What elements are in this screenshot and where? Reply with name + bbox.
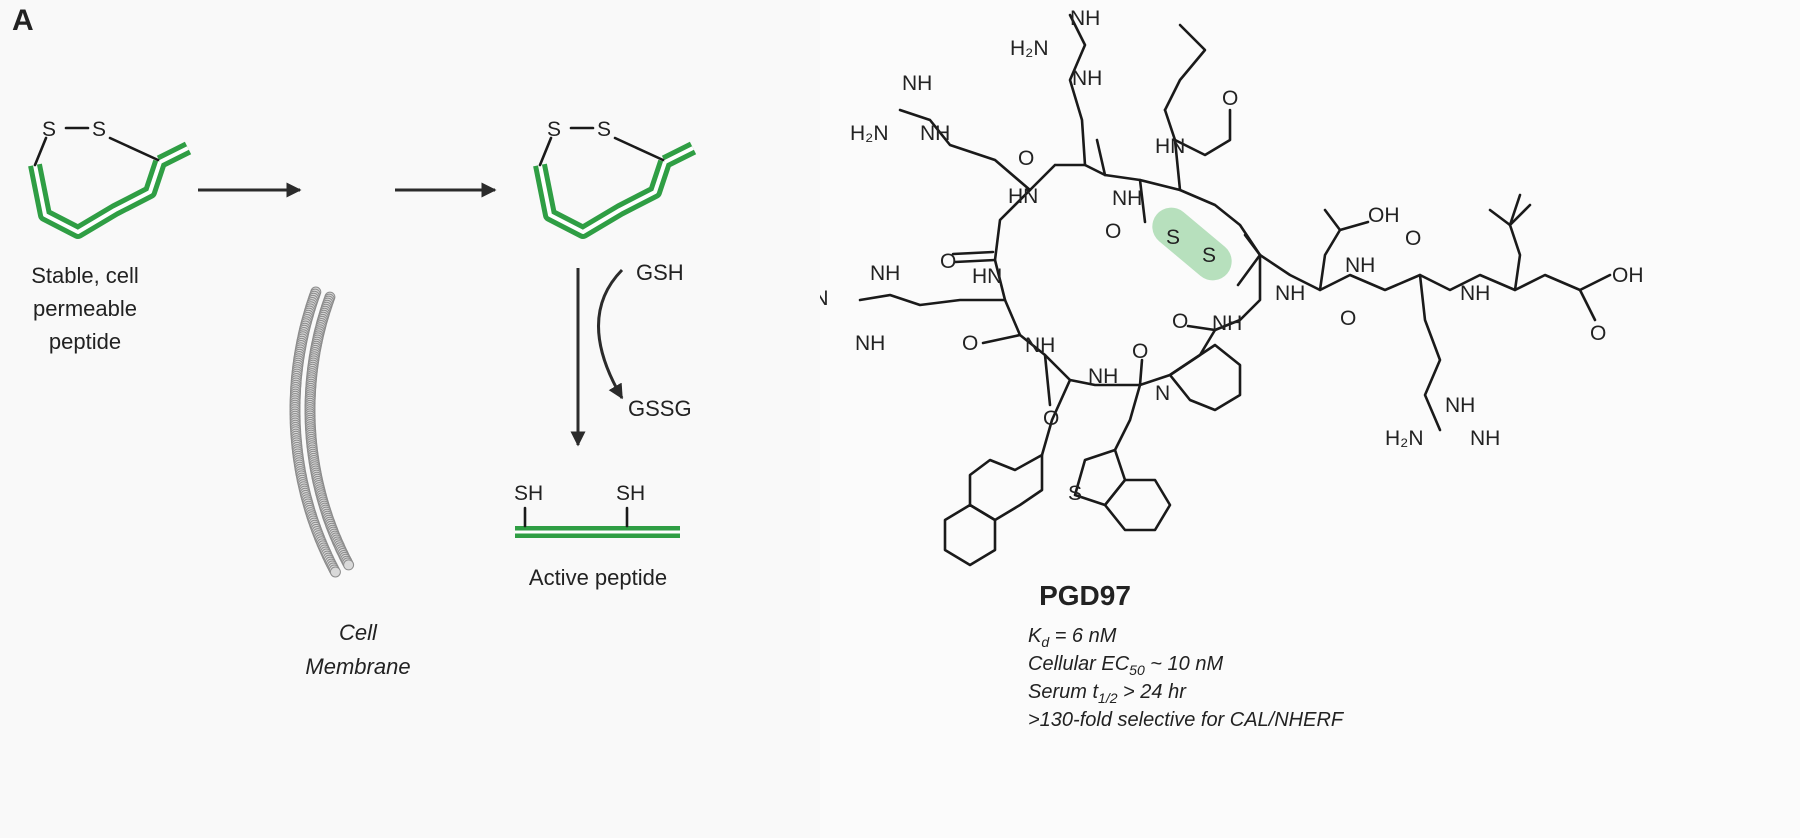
panel-a: A S S Stable, cell permeable peptide [0,0,820,838]
atom-nh: NH [1275,282,1305,305]
atom-h2n: H₂N [1385,427,1423,450]
atom-nh: NH [1445,394,1475,417]
sulfur-label: S [92,118,106,141]
atom-o: O [1105,220,1121,243]
half-life-line: Serum t1/2 > 24 hr [1028,681,1187,706]
atom-nh: NH [1025,334,1055,357]
atom-o: O [1340,307,1356,330]
atom-o: O [940,250,956,273]
atom-hn: HN [1008,185,1038,208]
atom-o: O [1222,87,1238,110]
atom-s: S [1166,226,1180,249]
atom-o: O [1172,310,1188,333]
membrane-label-line-1: Cell [339,620,378,645]
atom-nh: NH [1112,187,1142,210]
peptide-structure [858,13,1612,567]
atom-o: O [1590,322,1606,345]
sulfur-label: S [597,118,611,141]
atom-s: S [1202,244,1216,267]
atom-nh: NH [1345,254,1375,277]
panel-a-canvas: A S S Stable, cell permeable peptide [12,4,697,679]
atom-hn: HN [1155,135,1185,158]
atom-nh: NH [1460,282,1490,305]
atom-n: N [1155,382,1170,405]
sulfur-label: S [547,118,561,141]
gssg-label: GSSG [628,396,692,421]
cyclic-peptide-inside: S S [533,118,697,239]
gsh-label: GSH [636,260,684,285]
atom-o: O [1043,407,1059,430]
atom-nh: NH [1072,67,1102,90]
atom-nh: NH [1070,7,1100,30]
atom-nh: NH [870,262,900,285]
start-label-line-1: Stable, cell [31,263,139,288]
linear-active-peptide: SH SH [514,482,680,538]
atom-o: O [1018,147,1034,170]
atom-o: O [962,332,978,355]
atom-oh: OH [1368,204,1400,227]
gsh-curved-arrow [597,268,624,400]
atom-s: S [1068,482,1082,505]
panel-b-canvas: B [820,7,1644,731]
atom-labels: NH HN HN HN NH NH N NH NH NH NH O O O O … [820,7,1644,505]
atom-nh: NH [1470,427,1500,450]
atom-nh: NH [855,332,885,355]
ec50-line: Cellular EC50 ~ 10 nM [1028,653,1223,678]
panel-b: B [820,0,1800,838]
active-peptide-label: Active peptide [529,565,667,590]
membrane-lipid [343,559,355,571]
atom-h2n: H₂N [1010,37,1048,60]
atom-hn: HN [972,265,1002,288]
sulfur-label: S [42,118,56,141]
start-label-line-2: permeable [33,296,137,321]
atom-nh: NH [920,122,950,145]
cyclic-peptide-start: S S [28,118,192,239]
atom-o: O [1405,227,1421,250]
atom-oh: OH [1612,264,1644,287]
thiol-label: SH [514,482,543,505]
atom-h2n: H₂N [820,287,828,310]
atom-h2n: H₂N [850,122,888,145]
atom-nh: NH [1212,312,1242,335]
property-list: Kd = 6 nM Cellular EC50 ~ 10 nM Serum t1… [1028,625,1345,731]
atom-nh: NH [1088,365,1118,388]
membrane-lipid [329,566,341,578]
start-label-line-3: peptide [49,329,121,354]
disulfide-highlight [1152,207,1232,281]
membrane-label-line-2: Membrane [305,654,410,679]
compound-name: PGD97 [1039,580,1131,611]
cell-membrane [289,286,355,578]
thiol-label: SH [616,482,645,505]
atom-o: O [1132,340,1148,363]
panel-a-letter: A [12,4,34,37]
atom-nh: NH [902,72,932,95]
selectivity-line: >130-fold selective for CAL/NHERF [1028,709,1345,731]
kd-line: Kd = 6 nM [1028,625,1117,650]
